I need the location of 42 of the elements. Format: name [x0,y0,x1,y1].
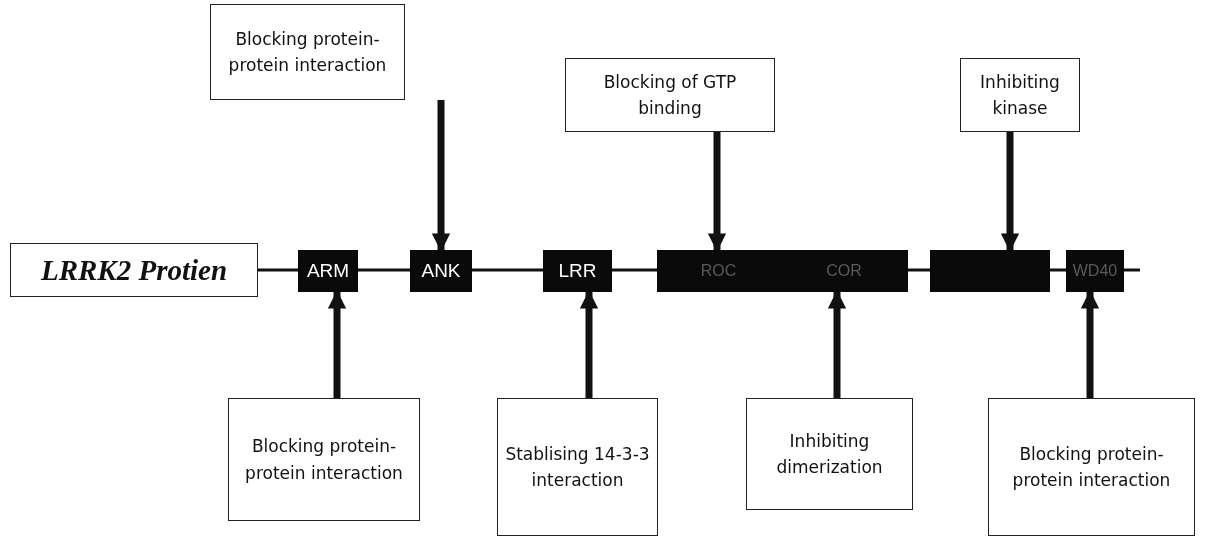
effect-label: Inhibiting dimerization [775,429,884,479]
effect-label: Blocking protein-protein interaction [1011,442,1172,492]
connector-line [612,268,657,272]
domain-label: ARM [306,260,350,282]
text-box [565,58,775,132]
effect-label: Stablising 14-3-3 interaction [504,442,651,492]
domain-block [1066,250,1124,292]
effect-label: Blocking protein-protein interaction [244,435,404,485]
domain-label: COR [826,262,862,280]
protein-name-box [10,243,258,297]
effect-label: Blocking protein-protein interaction [227,27,388,77]
domain-block [298,250,358,292]
text-box [960,58,1080,132]
domain-block [930,250,1050,292]
connector-line [472,268,543,272]
protein-name: LRRK2 Protien [40,253,228,287]
domain-block [543,250,612,292]
domain-label: ROC [700,262,737,280]
domain-block [410,250,472,292]
text-box [746,398,913,510]
arrow [1080,290,1100,398]
text-box [228,398,420,521]
domain-block [780,250,908,292]
arrow [1000,132,1020,252]
connector-line [358,268,410,272]
connector-line [1124,268,1140,272]
connector-line [258,268,298,272]
domain-label: LRR [558,260,597,282]
text-box [210,4,405,100]
connector-line [1050,268,1066,272]
text-box [497,398,658,536]
arrow [827,290,847,398]
arrow [579,290,599,398]
domain-label: ANK [421,260,461,282]
effect-label: Inhibiting kinase [979,70,1061,120]
arrow [327,290,347,398]
domain-label: WD40 [1072,262,1118,280]
effect-label: Blocking of GTP binding [602,70,738,120]
text-box [988,398,1195,536]
arrow [707,132,727,252]
connector-line [908,268,930,272]
domain-block [657,250,780,292]
